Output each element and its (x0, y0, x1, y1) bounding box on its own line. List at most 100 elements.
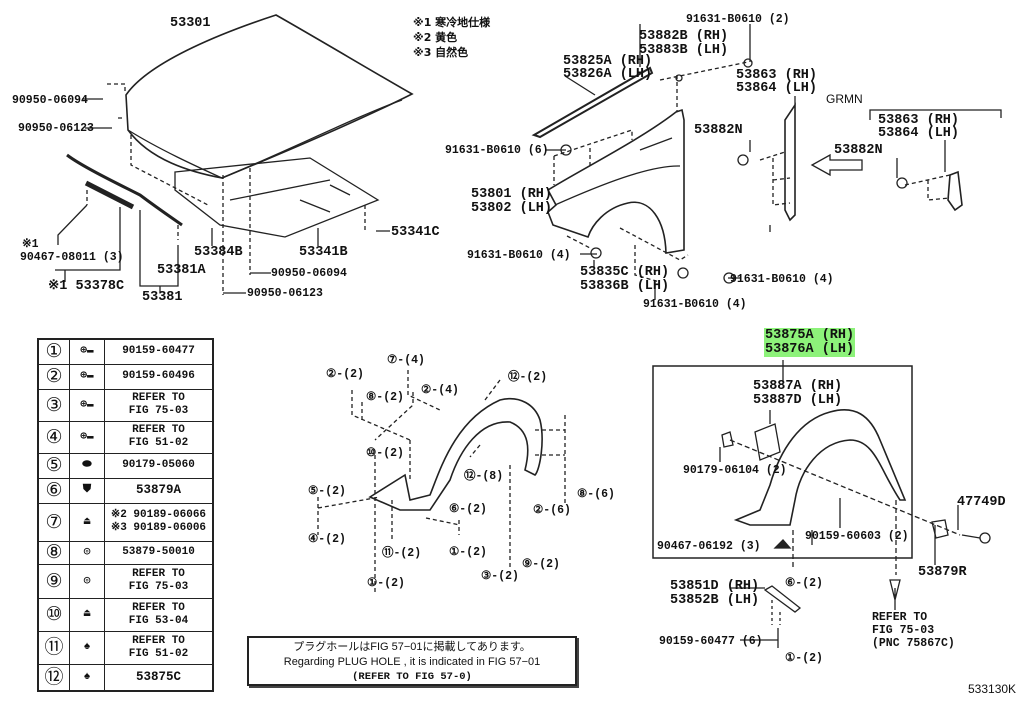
callout[interactable]: ⑧-(6) (577, 488, 615, 501)
part-label: ※1 (22, 238, 39, 251)
highlighted-part-label[interactable]: 53875A (RH) (764, 328, 856, 343)
part-label[interactable]: 53301 (170, 16, 211, 31)
callout[interactable]: ①-(2) (449, 546, 487, 559)
note-2: ※2 黄色 (413, 31, 458, 44)
legend-part-line: REFER TO (132, 392, 185, 404)
part-label[interactable]: 90950-06123 (247, 287, 323, 300)
part-label[interactable]: 53863 (RH) (736, 68, 818, 83)
note-reference-link[interactable]: (REFER TO FIG 57-0) (352, 671, 472, 683)
part-label[interactable]: 90159-60477 (6) (659, 635, 763, 648)
part-label[interactable]: 91631-B0610 (2) (686, 13, 790, 26)
callout[interactable]: ②-(2) (326, 368, 364, 381)
part-label[interactable]: 53882N (834, 143, 883, 158)
part-label[interactable]: 90950-06123 (18, 122, 94, 135)
legend-part-line: REFER TO (132, 634, 185, 647)
callout[interactable]: ⑫-(2) (508, 371, 548, 384)
legend-part[interactable]: 90159-60477 (104, 338, 214, 365)
part-label[interactable]: 53882N (694, 123, 743, 138)
table-row: ⑫♠53875C (37, 663, 214, 692)
table-row: ①⊕▬90159-60477 (37, 338, 214, 365)
part-label[interactable]: 53341B (299, 245, 348, 260)
part-label[interactable]: 53887D (LH) (753, 393, 843, 408)
legend-number: ⑫ (37, 663, 70, 692)
callout[interactable]: ⑦-(4) (387, 354, 425, 367)
part-label[interactable]: 53887A (RH) (753, 379, 843, 394)
part-label[interactable]: 53802 (LH) (471, 201, 553, 216)
legend-part[interactable]: 53879A (104, 477, 214, 504)
part-label[interactable]: 53876A (LH) (764, 342, 856, 357)
part-label[interactable]: 91631-B0610 (6) (445, 144, 549, 157)
part-label[interactable]: 53341C (391, 225, 440, 240)
reference-text[interactable]: (PNC 75867C) (872, 637, 955, 650)
callout[interactable]: ②-(6) (533, 504, 571, 517)
part-label[interactable]: 53864 (LH) (736, 81, 818, 96)
part-label[interactable]: 53836B (LH) (580, 279, 670, 294)
legend-part-line: FIG 75-03 (128, 581, 189, 593)
callout[interactable]: ③-(2) (481, 570, 519, 583)
bolt-icon: ⊕▬ (69, 338, 105, 365)
callout[interactable]: ④-(2) (308, 533, 346, 546)
part-label[interactable]: 90179-06104 (2) (683, 464, 787, 477)
nut-icon: ⏏ (69, 597, 105, 632)
part-label[interactable]: 53801 (RH) (471, 187, 553, 202)
legend-part[interactable]: 90159-60496 (104, 363, 214, 390)
part-label[interactable]: 91631-B0610 (4) (730, 273, 834, 286)
callout[interactable]: ⑩-(2) (366, 447, 404, 460)
legend-part[interactable]: 53879-50010 (104, 540, 214, 565)
callout[interactable]: ⑪-(2) (382, 547, 422, 560)
callout[interactable]: ⑫-(8) (464, 470, 504, 483)
table-row: ②⊕▬90159-60496 (37, 363, 214, 390)
part-label[interactable]: 53851D (RH) (670, 579, 760, 594)
part-label[interactable]: 90950-06094 (12, 94, 88, 107)
part-label[interactable]: 53381 (142, 290, 183, 305)
part-label[interactable]: 53882B (RH) (639, 29, 729, 44)
part-label[interactable]: 53825A (RH) (563, 54, 653, 69)
part-label[interactable]: ※1 53378C (48, 279, 125, 294)
callout[interactable]: ⑥-(2) (449, 503, 487, 516)
part-label[interactable]: 90467-06192 (3) (657, 540, 761, 553)
legend-part[interactable]: 53875C (104, 663, 214, 692)
legend-number: ⑩ (37, 597, 70, 632)
legend-part-line: REFER TO (132, 568, 185, 580)
callout[interactable]: ①-(2) (785, 652, 823, 665)
part-label[interactable]: 91631-B0610 (4) (467, 249, 571, 262)
reference-text[interactable]: FIG 75-03 (872, 624, 935, 637)
highlighted-part-label[interactable]: 53876A (LH) (764, 342, 856, 357)
part-label[interactable]: 53835C (RH) (580, 265, 670, 280)
part-label[interactable]: 53852B (LH) (670, 593, 760, 608)
part-label[interactable]: 90467-08011 (3) (20, 251, 124, 264)
part-label[interactable]: 90159-60603 (2) (805, 530, 909, 543)
part-label[interactable]: 53864 (LH) (878, 126, 960, 141)
legend-number: ⑤ (37, 452, 70, 479)
callout[interactable]: ②-(4) (421, 384, 459, 397)
part-label[interactable]: 53879R (918, 565, 967, 580)
part-label[interactable]: 90950-06094 (271, 267, 347, 280)
callout[interactable]: ⑧-(2) (366, 391, 404, 404)
part-label[interactable]: 53863 (RH) (878, 113, 960, 128)
legend-number: ⑨ (37, 563, 70, 599)
reference-text[interactable]: REFER TO (872, 611, 928, 624)
part-label[interactable]: 53384B (194, 245, 243, 260)
part-label[interactable]: 53826A (LH) (563, 67, 653, 82)
part-label[interactable]: 47749D (957, 495, 1006, 510)
part-label[interactable]: 53883B (LH) (639, 43, 729, 58)
note-1: ※1 寒冷地仕様 (413, 16, 491, 29)
legend-part[interactable]: 90179-05060 (104, 452, 214, 479)
callout[interactable]: ⑥-(2) (785, 577, 823, 590)
callout[interactable]: ①-(2) (367, 577, 405, 590)
part-label[interactable]: 53381A (157, 263, 206, 278)
part-label[interactable]: 91631-B0610 (4) (643, 298, 747, 311)
callout[interactable]: ⑨-(2) (522, 558, 560, 571)
part-label[interactable]: 53875A (RH) (764, 328, 856, 343)
legend-part[interactable]: ※2 90189-06066※3 90189-06006 (104, 502, 214, 542)
push-clip-icon: ♠ (69, 663, 105, 692)
callout[interactable]: ⑤-(2) (308, 485, 346, 498)
clip-icon: ⛊ (69, 477, 105, 504)
